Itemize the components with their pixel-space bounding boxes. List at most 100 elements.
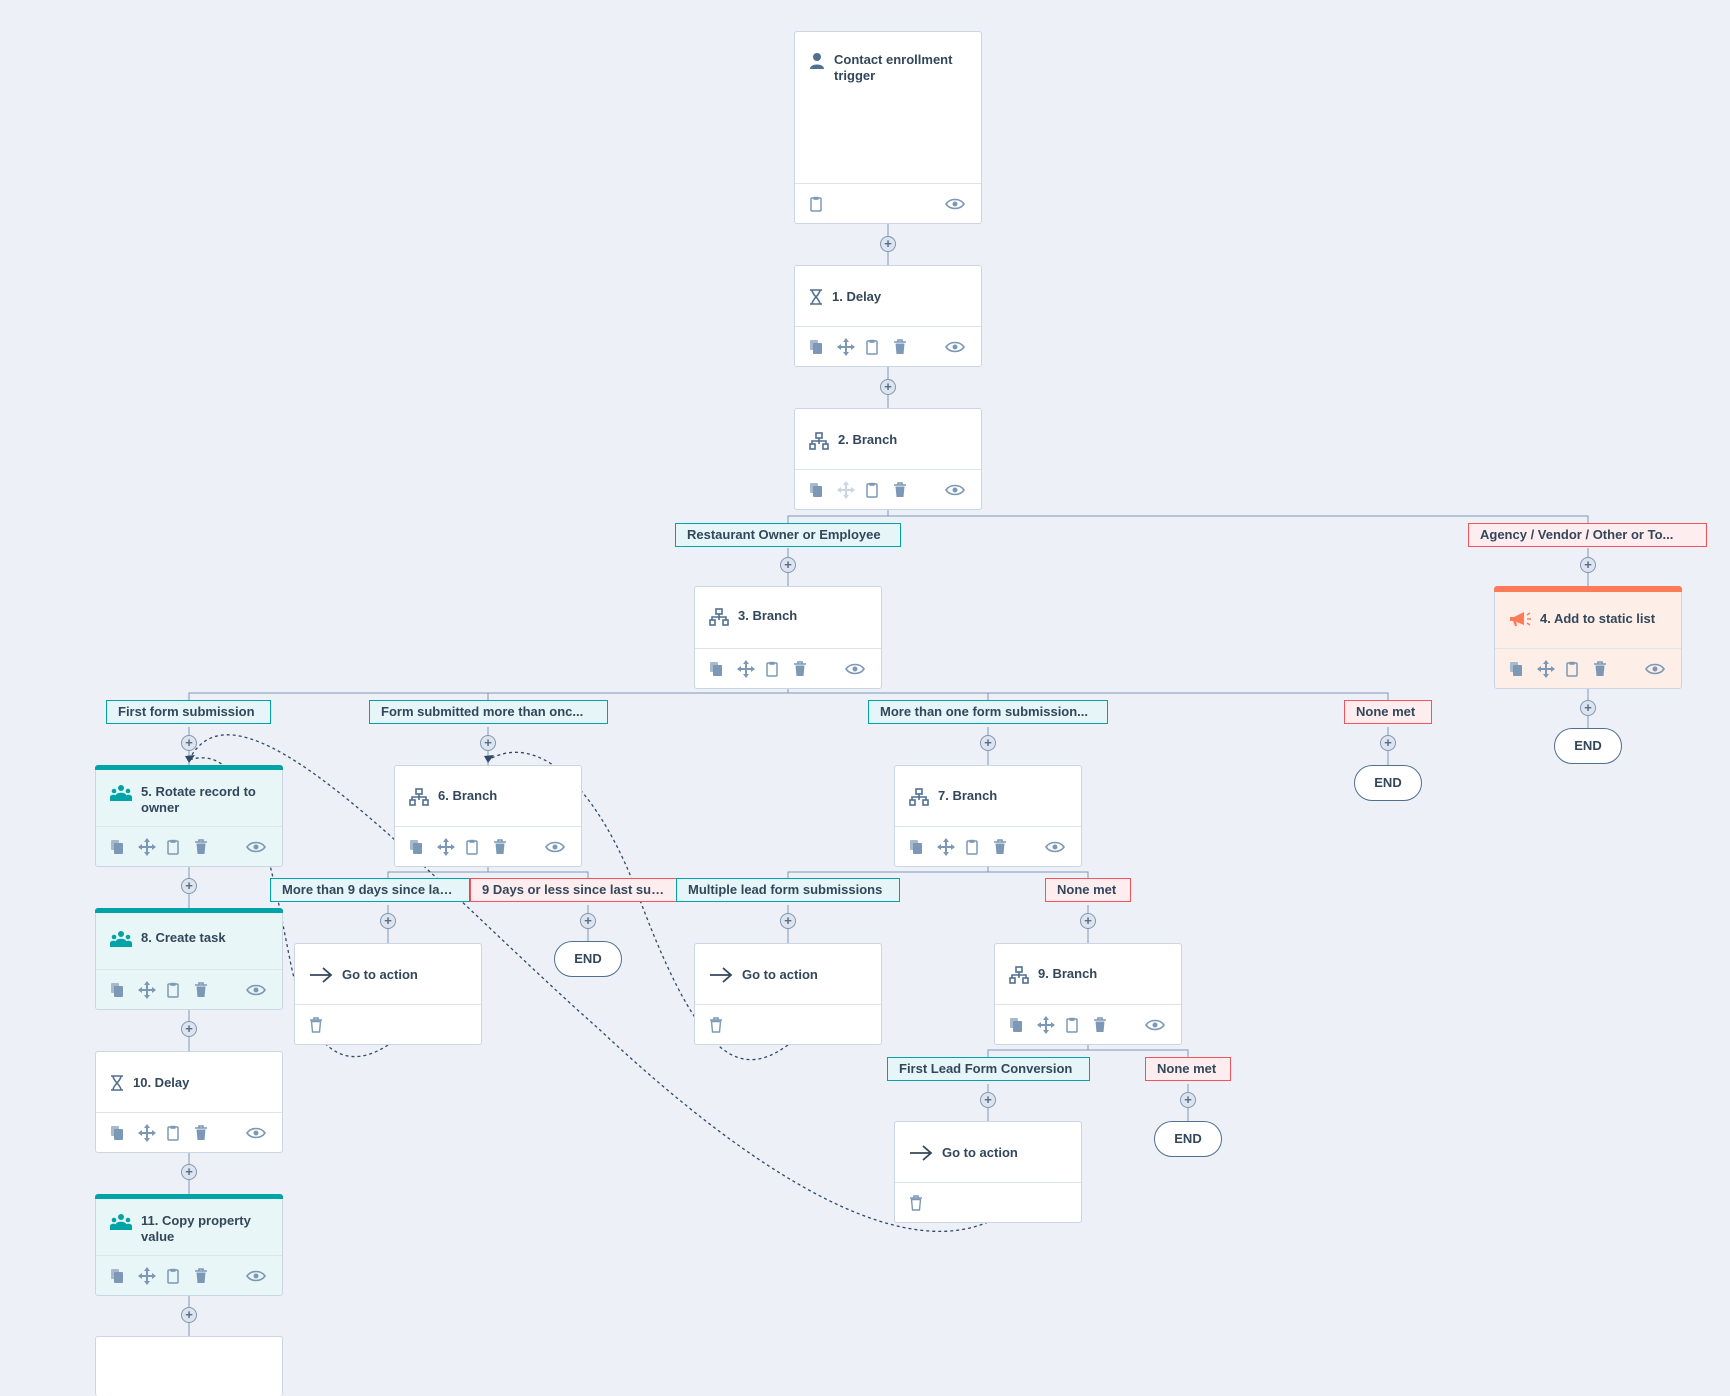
trash-icon[interactable] [493, 837, 521, 857]
clipboard-icon[interactable] [465, 837, 493, 857]
eye-icon[interactable] [845, 659, 867, 679]
go-to-action-card[interactable]: Go to action [694, 943, 882, 1045]
branch-label[interactable]: More than one form submission... [868, 700, 1108, 724]
trash-icon[interactable] [194, 980, 222, 1000]
clipboard-icon[interactable] [965, 837, 993, 857]
copy-icon[interactable] [909, 837, 937, 857]
action-card-copy-property-value[interactable]: 11. Copy property value [95, 1194, 283, 1296]
action-card-branch-7[interactable]: 7. Branch [894, 765, 1082, 867]
clipboard-icon[interactable] [765, 659, 793, 679]
eye-icon[interactable] [545, 837, 567, 857]
branch-label[interactable]: None met [1145, 1057, 1231, 1081]
clipboard-icon[interactable] [865, 337, 893, 357]
branch-label[interactable]: Restaurant Owner or Employee [675, 523, 901, 547]
trash-icon[interactable] [1093, 1015, 1121, 1035]
copy-icon[interactable] [110, 837, 138, 857]
action-card-partial[interactable] [95, 1336, 283, 1396]
add-action-button[interactable]: + [480, 735, 496, 751]
branch-label[interactable]: Multiple lead form submissions [676, 878, 900, 902]
trash-icon[interactable] [709, 1015, 737, 1035]
move-icon[interactable] [138, 1266, 166, 1286]
branch-label[interactable]: Agency / Vendor / Other or To... [1468, 523, 1707, 547]
add-action-button[interactable]: + [980, 735, 996, 751]
add-action-button[interactable]: + [181, 878, 197, 894]
copy-icon[interactable] [110, 1123, 138, 1143]
eye-icon[interactable] [1145, 1015, 1167, 1035]
add-action-button[interactable]: + [1580, 557, 1596, 573]
add-action-button[interactable]: + [181, 1164, 197, 1180]
copy-icon[interactable] [809, 480, 837, 500]
trash-icon[interactable] [194, 837, 222, 857]
move-icon[interactable] [1537, 659, 1565, 679]
copy-icon[interactable] [809, 337, 837, 357]
clipboard-icon[interactable] [809, 194, 837, 214]
enrollment-trigger-card[interactable]: Contact enrollment trigger [794, 31, 982, 224]
action-card-create-task[interactable]: 8. Create task [95, 908, 283, 1010]
add-action-button[interactable]: + [1180, 1092, 1196, 1108]
move-icon[interactable] [837, 337, 865, 357]
add-action-button[interactable]: + [880, 379, 896, 395]
action-card-branch-9[interactable]: 9. Branch [994, 943, 1182, 1045]
trash-icon[interactable] [893, 480, 921, 500]
go-to-action-card[interactable]: Go to action [894, 1121, 1082, 1223]
eye-icon[interactable] [1645, 659, 1667, 679]
trash-icon[interactable] [909, 1193, 937, 1213]
move-icon[interactable] [737, 659, 765, 679]
add-action-button[interactable]: + [980, 1092, 996, 1108]
move-icon[interactable] [437, 837, 465, 857]
move-icon[interactable] [138, 1123, 166, 1143]
trash-icon[interactable] [309, 1015, 337, 1035]
add-action-button[interactable]: + [380, 913, 396, 929]
action-card-delay-1[interactable]: 1. Delay [794, 265, 982, 367]
trash-icon[interactable] [1593, 659, 1621, 679]
action-card-rotate-record[interactable]: 5. Rotate record to owner [95, 765, 283, 867]
trash-icon[interactable] [793, 659, 821, 679]
eye-icon[interactable] [246, 1123, 268, 1143]
action-card-branch-2[interactable]: 2. Branch [794, 408, 982, 510]
clipboard-icon[interactable] [865, 480, 893, 500]
eye-icon[interactable] [246, 837, 268, 857]
trash-icon[interactable] [194, 1266, 222, 1286]
clipboard-icon[interactable] [166, 980, 194, 1000]
move-icon[interactable] [937, 837, 965, 857]
trash-icon[interactable] [893, 337, 921, 357]
add-action-button[interactable]: + [880, 236, 896, 252]
move-icon[interactable] [138, 837, 166, 857]
branch-label[interactable]: More than 9 days since last s [270, 878, 470, 902]
add-action-button[interactable]: + [181, 1021, 197, 1037]
eye-icon[interactable] [246, 980, 268, 1000]
copy-icon[interactable] [709, 659, 737, 679]
copy-icon[interactable] [110, 980, 138, 1000]
clipboard-icon[interactable] [1565, 659, 1593, 679]
clipboard-icon[interactable] [166, 837, 194, 857]
add-action-button[interactable]: + [780, 913, 796, 929]
clipboard-icon[interactable] [166, 1123, 194, 1143]
branch-label[interactable]: None met [1045, 878, 1131, 902]
add-action-button[interactable]: + [1080, 913, 1096, 929]
branch-label[interactable]: First Lead Form Conversion [887, 1057, 1090, 1081]
trash-icon[interactable] [194, 1123, 222, 1143]
copy-icon[interactable] [409, 837, 437, 857]
move-icon[interactable] [138, 980, 166, 1000]
branch-label[interactable]: First form submission [106, 700, 271, 724]
add-action-button[interactable]: + [780, 557, 796, 573]
copy-icon[interactable] [1509, 659, 1537, 679]
branch-label[interactable]: 9 Days or less since last submi [470, 878, 680, 902]
add-action-button[interactable]: + [181, 1307, 197, 1323]
copy-icon[interactable] [1009, 1015, 1037, 1035]
add-action-button[interactable]: + [181, 735, 197, 751]
action-card-branch-3[interactable]: 3. Branch [694, 586, 882, 689]
add-action-button[interactable]: + [1380, 735, 1396, 751]
go-to-action-card[interactable]: Go to action [294, 943, 482, 1045]
action-card-add-to-static-list[interactable]: 4. Add to static list [1494, 586, 1682, 689]
add-action-button[interactable]: + [580, 913, 596, 929]
branch-label[interactable]: Form submitted more than onc... [369, 700, 608, 724]
copy-icon[interactable] [110, 1266, 138, 1286]
eye-icon[interactable] [945, 194, 967, 214]
clipboard-icon[interactable] [166, 1266, 194, 1286]
action-card-delay-10[interactable]: 10. Delay [95, 1051, 283, 1153]
move-icon[interactable] [1037, 1015, 1065, 1035]
clipboard-icon[interactable] [1065, 1015, 1093, 1035]
branch-label[interactable]: None met [1344, 700, 1432, 724]
eye-icon[interactable] [1045, 837, 1067, 857]
